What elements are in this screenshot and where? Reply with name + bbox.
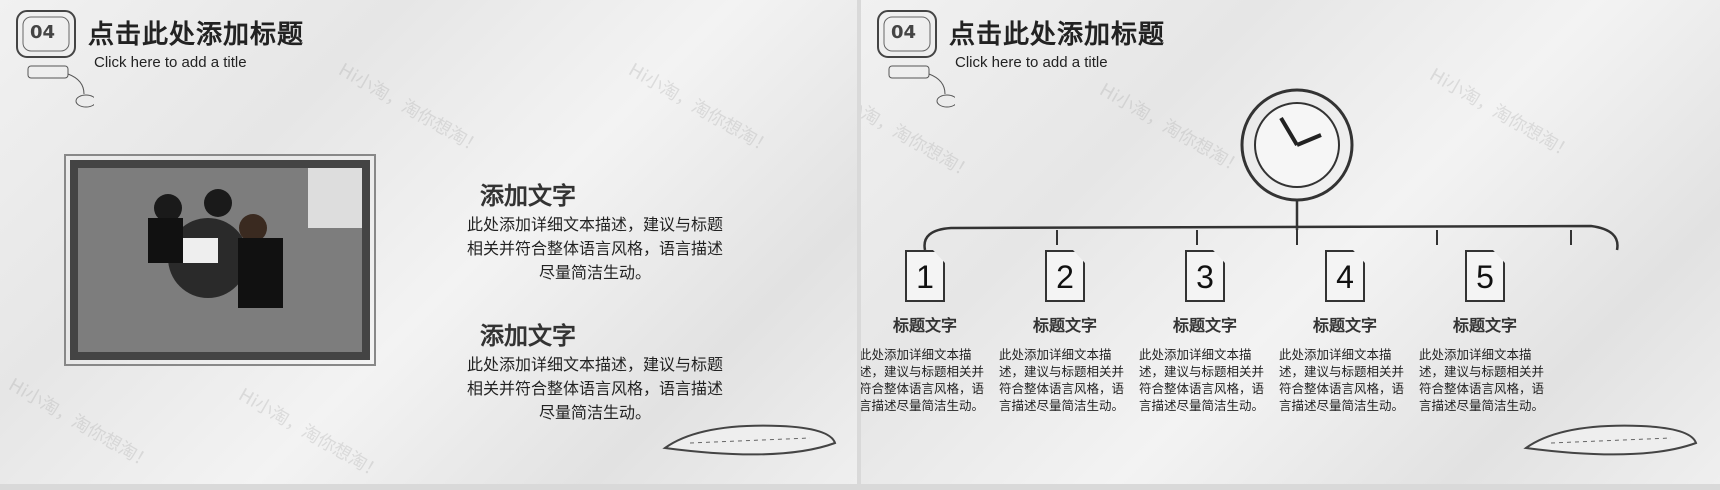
step-text: 此处添加详细文本描述，建议与标题相关并符合整体语言风格，语言描述尽量简洁生动。 xyxy=(999,347,1125,413)
section-number: 04 xyxy=(30,22,56,43)
step-text: 此处添加详细文本描述，建议与标题相关并符合整体语言风格，语言描述尽量简洁生动。 xyxy=(1419,347,1545,413)
step-title: 标题文字 xyxy=(892,316,957,335)
step-title: 标题文字 xyxy=(1312,316,1377,335)
document-icon: 1 xyxy=(905,250,945,302)
document-icon: 3 xyxy=(1185,250,1225,302)
block-heading: 添加文字 xyxy=(480,182,576,210)
slide-subtitle[interactable]: Click here to add a title xyxy=(955,54,1108,71)
document-icon: 5 xyxy=(1465,250,1505,302)
block-heading: 添加文字 xyxy=(480,322,576,350)
block-text: 此处添加详细文本描述，建议与标题相关并符合整体语言风格，语言描述尽量简洁生动。 xyxy=(466,355,723,422)
section-number: 04 xyxy=(891,22,917,43)
office-meeting-photo xyxy=(64,154,376,366)
watermark: Hi小淘，淘你想淘！ xyxy=(624,59,777,160)
clock-hierarchy-diagram xyxy=(923,88,1619,251)
computer-icon xyxy=(877,10,955,108)
block-text: 此处添加详细文本描述，建议与标题相关并符合整体语言风格，语言描述尽量简洁生动。 xyxy=(466,215,723,282)
step-title: 标题文字 xyxy=(1172,316,1237,335)
watermark: Hi小淘，淘你想淘！ xyxy=(334,59,487,160)
slide-title[interactable]: 点击此处添加标题 xyxy=(949,20,1166,50)
step-title: 标题文字 xyxy=(1032,316,1097,335)
step-title: 标题文字 xyxy=(1452,316,1517,335)
computer-icon xyxy=(16,10,94,108)
step-item: 1 标题文字此处添加详细文本描述，建议与标题相关并符合整体语言风格，语言描述尽量简… xyxy=(861,250,993,414)
slide-title[interactable]: 点击此处添加标题 xyxy=(88,20,305,50)
watermark: Hi小淘，淘你想淘！ xyxy=(234,384,387,484)
keyboard-icon xyxy=(662,424,837,456)
document-icon: 2 xyxy=(1045,250,1085,302)
clock-icon xyxy=(1240,88,1354,202)
keyboard-icon xyxy=(1523,424,1698,456)
document-icon: 4 xyxy=(1325,250,1365,302)
photo-illustration xyxy=(78,168,362,352)
slide-2[interactable]: 04 点击此处添加标题 Click here to add a title Hi… xyxy=(861,0,1720,484)
slide-subtitle[interactable]: Click here to add a title xyxy=(94,54,247,71)
watermark: Hi小淘，淘你想淘！ xyxy=(4,374,157,475)
step-item: 2 标题文字此处添加详细文本描述，建议与标题相关并符合整体语言风格，语言描述尽量简… xyxy=(997,250,1133,414)
step-item: 4 标题文字此处添加详细文本描述，建议与标题相关并符合整体语言风格，语言描述尽量简… xyxy=(1277,250,1413,414)
slide-1[interactable]: 04 点击此处添加标题 Click here to add a title Hi… xyxy=(0,0,857,484)
step-text: 此处添加详细文本描述，建议与标题相关并符合整体语言风格，语言描述尽量简洁生动。 xyxy=(861,347,985,413)
step-text: 此处添加详细文本描述，建议与标题相关并符合整体语言风格，语言描述尽量简洁生动。 xyxy=(1139,347,1265,413)
step-item: 5 标题文字此处添加详细文本描述，建议与标题相关并符合整体语言风格，语言描述尽量简… xyxy=(1417,250,1553,414)
step-item: 3 标题文字此处添加详细文本描述，建议与标题相关并符合整体语言风格，语言描述尽量简… xyxy=(1137,250,1273,414)
step-text: 此处添加详细文本描述，建议与标题相关并符合整体语言风格，语言描述尽量简洁生动。 xyxy=(1279,347,1405,413)
